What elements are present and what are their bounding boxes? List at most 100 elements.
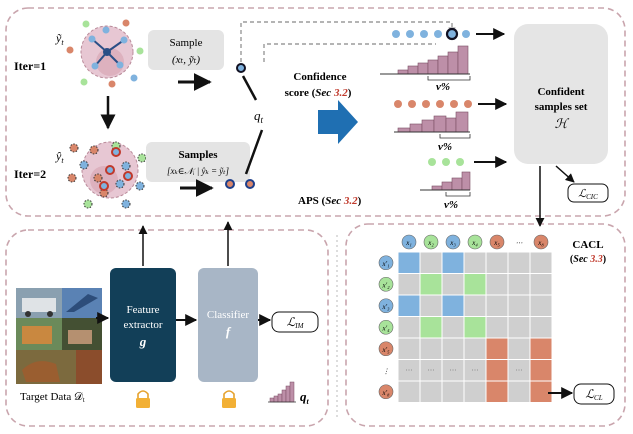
matrix-row-label: x'₃ [381,303,390,311]
samples-formula: [xₖ∈𝒩ᵢ | ŷₖ = ỹₜ] [167,166,230,176]
classifier-line1: Classifier [207,309,249,321]
matrix-row-label-circle [378,255,394,271]
matrix-cell [485,251,509,274]
histogram-icon-2 [397,111,469,133]
cacl-sec-label: (Sec 3.3) [570,254,606,265]
feature-line1: Feature [127,304,160,316]
confidence-score-label: score (Sec 3.2) [285,87,352,99]
matrix-row-label: x'₅ [381,346,390,354]
matrix-col-label-circle [423,234,439,250]
matrix-cell [507,273,531,296]
matrix-cell [419,380,443,403]
loss-im-label: ℒIM [287,315,305,330]
y-tilde-label: ỹt [55,31,64,47]
qt-label: qt [254,108,264,125]
iter1-label: Iter=1 [14,59,46,73]
matrix-cell [419,337,443,360]
classifier-box [198,268,258,382]
matrix-cell [485,359,509,382]
matrix-cell [441,380,465,403]
nu-label-3: ν% [444,199,458,211]
matrix-cell [463,251,487,274]
aps-panel [5,7,626,217]
qt-dot-iter2a [225,179,235,189]
matrix-row-label: x'₁ [381,260,389,268]
matrix-ellipsis: ⋯ [472,366,479,374]
loss-cl-box [573,383,615,405]
matrix-row-label: x'₈ [381,389,390,397]
iter2-label: Iter=2 [14,167,46,181]
matrix-cell [419,316,443,339]
matrix-col-label: x₁ [405,239,412,247]
matrix-cell [529,316,553,339]
matrix-cell [485,316,509,339]
target-data-images [16,288,102,384]
nu-label-2: ν% [438,141,452,153]
blue-sample-row [392,27,470,41]
matrix-cell [419,251,443,274]
matrix-cell [529,359,553,382]
confident-set-symbol: ℋ [555,116,570,131]
qt-arrow-down [244,129,264,175]
matrix-cell [485,273,509,296]
matrix-row-label-circle [378,276,394,292]
set-to-cic-arrow [555,165,575,183]
big-arrow-icon [318,100,358,144]
matrix-cell [529,337,553,360]
matrix-cell [463,316,487,339]
matrix-cell [507,294,531,317]
matrix-col-label: x₅ [493,239,500,247]
orange-sample-row [394,100,472,108]
matrix-cell [441,273,465,296]
matrix-cell [397,380,421,403]
qt-dot-iter1 [236,63,246,73]
loss-cic-box [567,183,609,203]
feature-line2: extractor [123,319,162,331]
matrix-cell [397,294,421,317]
matrix-cell [397,316,421,339]
samples-title: Samples [178,149,218,161]
cacl-title: CACL [572,239,603,251]
histogram-icon [397,45,469,75]
matrix-row-label: x'₂ [381,281,390,289]
matrix-cell [463,273,487,296]
matrix-cell [529,273,553,296]
matrix-cell [463,294,487,317]
aps-label: APS (Sec 3.2) [298,195,362,207]
matrix-cell [529,380,553,403]
histogram-icon-3 [431,171,471,191]
matrix-cell [529,251,553,274]
sample-formula: (xₜ, ỹₜ) [172,54,200,66]
matrix-cell [441,337,465,360]
loss-im-box [271,311,319,333]
confident-set-line2: samples set [535,101,588,113]
matrix-ellipsis: ⋯ [450,366,457,374]
matrix-cell [441,251,465,274]
feature-symbol: g [139,334,147,349]
feature-extractor-box [110,268,176,382]
loss-cic-label: ℒCIC [578,188,598,201]
classifier-symbol: f [226,324,232,339]
matrix-col-label-circle [445,234,461,250]
matrix-row-label-circle [378,341,394,357]
confident-set-line1: Confident [537,86,584,98]
matrix-cell [419,273,443,296]
matrix-row-label: ⋮ [383,367,390,375]
matrix-ellipsis: ⋯ [516,366,523,374]
bottom-qt-label: qt [300,389,310,406]
feedback-line-1 [240,21,456,62]
matrix-cell [507,337,531,360]
sample-box [148,30,224,70]
matrix-cell [419,294,443,317]
matrix-col-label: ⋯ [516,239,523,247]
loss-cl-label: ℒCL [585,387,602,402]
matrix-col-label-circle [467,234,483,250]
matrix-cell [485,337,509,360]
matrix-cell [441,316,465,339]
feedback-line-2 [263,43,436,62]
matrix-col-label: x₄ [471,239,478,247]
matrix-col-label-circle [401,234,417,250]
green-sample-row [428,158,464,166]
qt-dot-iter2b [245,179,255,189]
